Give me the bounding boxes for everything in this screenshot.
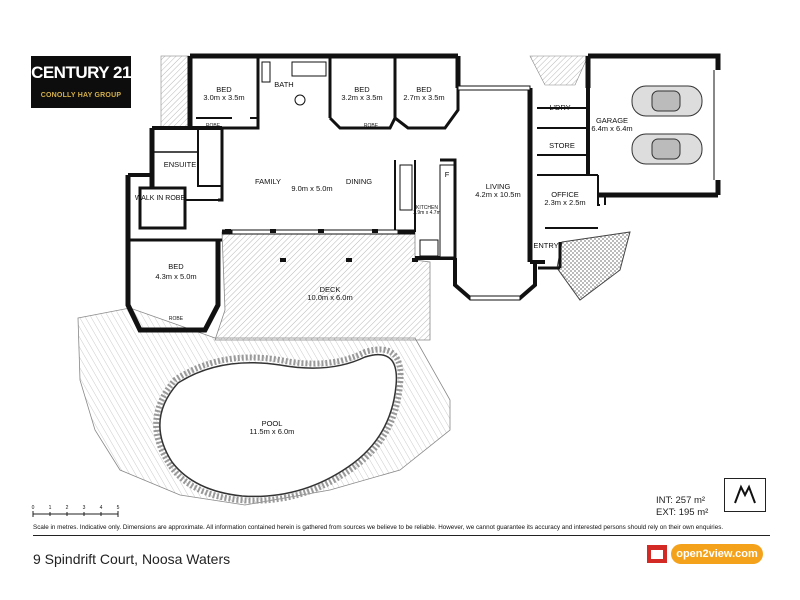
bed3-size: 2.7m x 3.5m bbox=[403, 93, 444, 102]
family-label: FAMILY bbox=[255, 177, 281, 186]
walls bbox=[125, 53, 721, 333]
bath-label: BATH bbox=[274, 80, 293, 89]
scale-tick: 0 bbox=[32, 505, 35, 511]
logo-brand: CENTURY 21 bbox=[31, 63, 131, 82]
entry-porch bbox=[556, 231, 631, 301]
robe-label: ROBE bbox=[169, 316, 184, 322]
open2view-name: open2view.com bbox=[671, 544, 763, 564]
scale-tick: 3 bbox=[83, 505, 86, 511]
logo-group: CONOLLY HAY GROUP bbox=[40, 92, 122, 99]
living-label: LIVING bbox=[486, 182, 511, 191]
scale-tick: 2 bbox=[66, 505, 69, 511]
pool-size: 11.5m x 6.0m bbox=[250, 427, 295, 436]
kitchen-label: KITCHEN bbox=[416, 205, 438, 211]
external-area: EXT: 195 m² bbox=[656, 507, 709, 518]
compass-icon bbox=[724, 478, 766, 512]
family-dining-size: 9.0m x 5.0m bbox=[291, 184, 332, 193]
open2view-watermark: open2view.com bbox=[647, 544, 767, 566]
car-icon bbox=[631, 85, 703, 165]
dining-label: DINING bbox=[346, 177, 372, 186]
side-path bbox=[160, 55, 190, 129]
entry-label: ENTRY bbox=[533, 241, 558, 250]
office-size: 2.3m x 2.5m bbox=[544, 198, 585, 207]
scale-tick: 4 bbox=[100, 505, 103, 511]
ensuite-label: ENSUITE bbox=[164, 160, 197, 169]
bed1-size: 3.0m x 3.5m bbox=[203, 93, 244, 102]
scale-tick: 1 bbox=[49, 505, 52, 511]
walk-in-robe-label: WALK IN ROBE bbox=[135, 195, 186, 202]
century21-logo: CENTURY 21 CONOLLY HAY GROUP bbox=[31, 56, 131, 108]
garage-label: GARAGE bbox=[596, 116, 628, 125]
disclaimer: Scale in metres. Indicative only. Dimens… bbox=[33, 524, 724, 531]
property-address: 9 Spindrift Court, Noosa Waters bbox=[33, 551, 231, 567]
windows bbox=[231, 85, 531, 301]
bed2-size: 3.2m x 3.5m bbox=[341, 93, 382, 102]
master-bed-label: BED bbox=[168, 262, 184, 271]
bed3-label: BED bbox=[416, 85, 432, 94]
bed2-label: BED bbox=[354, 85, 370, 94]
kitchen-benches bbox=[399, 164, 455, 258]
robe-label: ROBE bbox=[364, 123, 379, 129]
internal-area: INT: 257 m² bbox=[656, 495, 706, 506]
deck-area bbox=[214, 231, 431, 341]
scale-tick: 5 bbox=[117, 505, 120, 511]
open2view-icon bbox=[647, 545, 667, 563]
garage-size: 6.4m x 6.4m bbox=[591, 124, 632, 133]
pool-label: POOL bbox=[262, 419, 283, 428]
pool-edge bbox=[153, 346, 404, 504]
living-size: 4.2m x 10.5m bbox=[475, 190, 520, 199]
bed1-label: BED bbox=[216, 85, 232, 94]
store-label: STORE bbox=[549, 141, 575, 150]
garage-porch bbox=[529, 55, 589, 86]
fridge-label: F bbox=[445, 170, 450, 179]
deck-posts bbox=[225, 229, 418, 262]
office-label: OFFICE bbox=[551, 190, 579, 199]
kitchen-size: 2.9m x 4.7m bbox=[413, 210, 441, 216]
laundry-label: L'DRY bbox=[549, 103, 570, 112]
deck-size: 10.0m x 6.0m bbox=[307, 293, 352, 302]
pool bbox=[159, 353, 398, 498]
deck-label: DECK bbox=[320, 285, 341, 294]
footer-divider bbox=[33, 535, 770, 536]
master-bed-size: 4.3m x 5.0m bbox=[155, 272, 196, 281]
scale-bar: 0 1 2 3 4 5 bbox=[32, 505, 120, 517]
robe-label: ROBE bbox=[206, 123, 221, 129]
room-labels: BED 3.0m x 3.5m ROBE BATH BED 3.2m x 3.5… bbox=[135, 80, 633, 436]
